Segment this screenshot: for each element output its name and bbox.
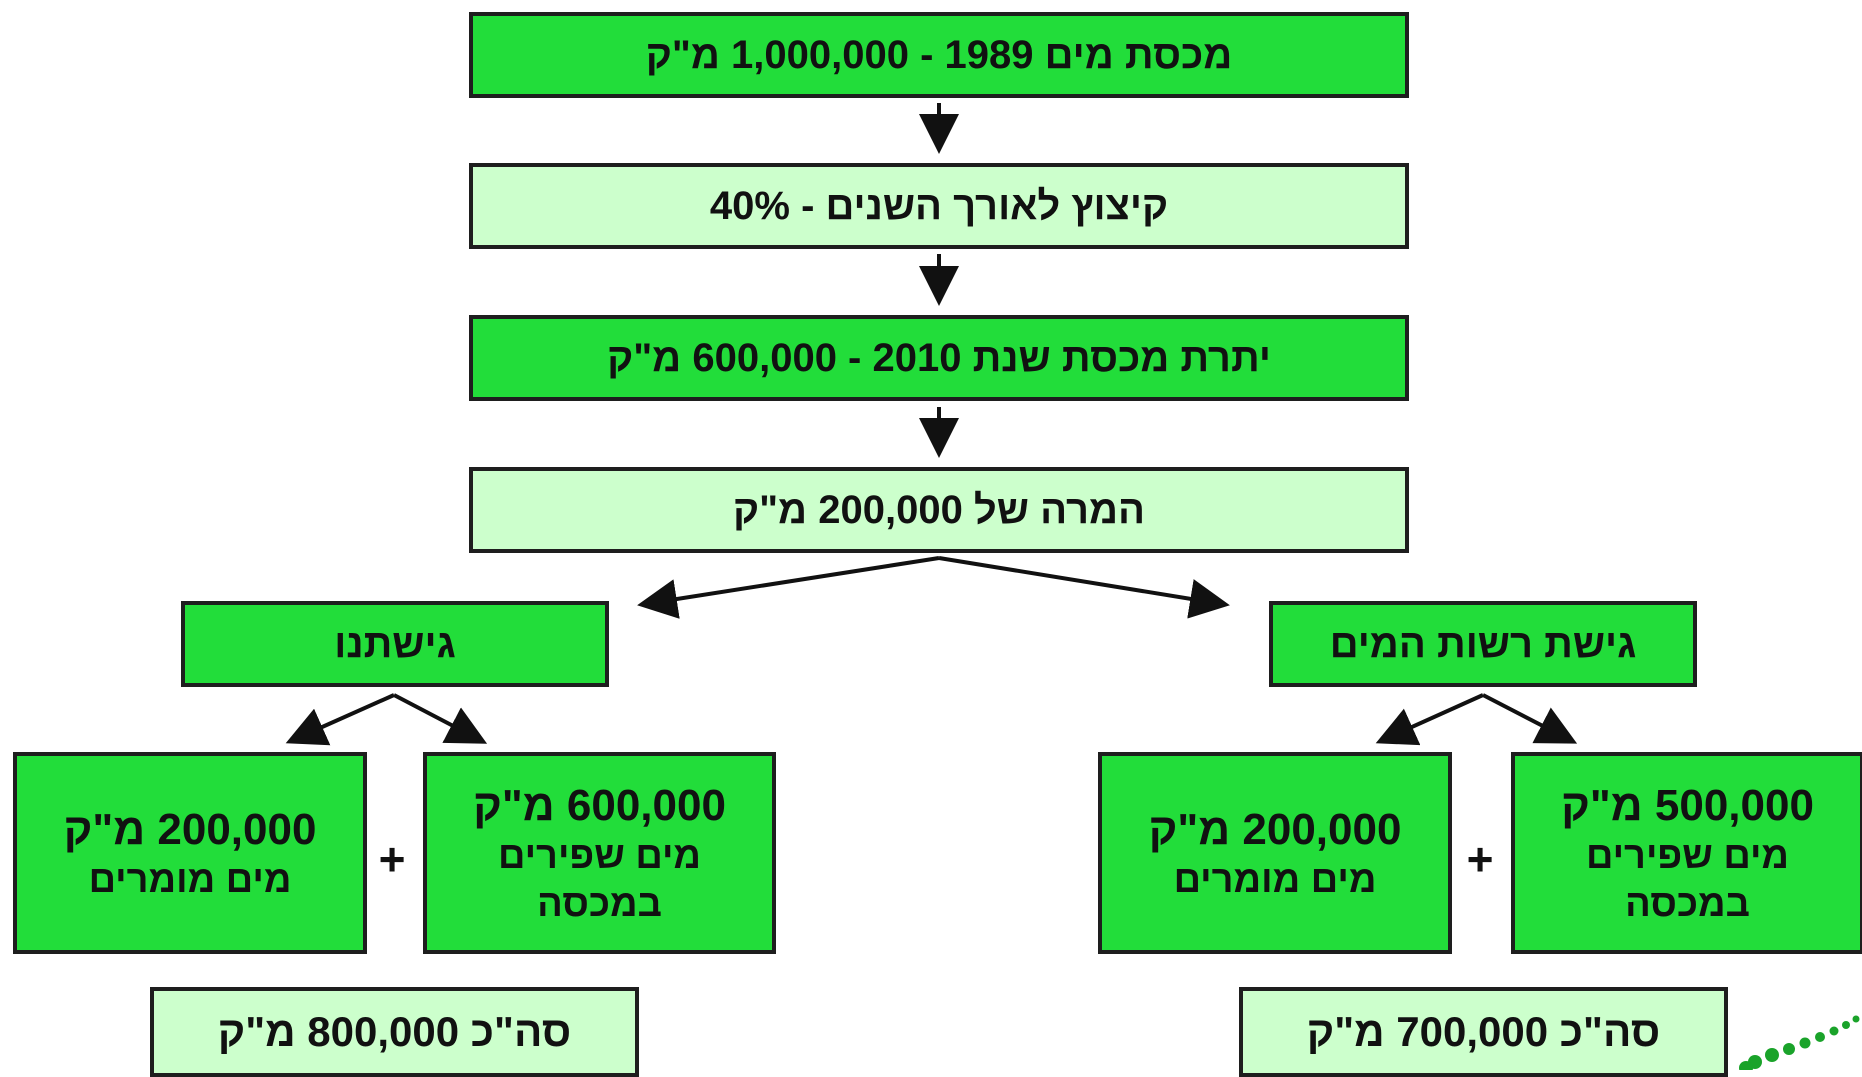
left-brackish-water-box: 200,000 מ"ק מים מומרים <box>13 752 367 954</box>
step-2-cut: קיצוץ לאורך השנים - 40% <box>469 163 1409 249</box>
step-3-label: יתרת מכסת שנת 2010 - 600,000 מ"ק <box>607 335 1271 380</box>
arrow-right-b <box>1482 693 1578 744</box>
right-fresh-amount: 500,000 מ"ק <box>1561 781 1814 830</box>
right-brackish-water-box: 200,000 מ"ק מים מומרים <box>1098 752 1452 954</box>
left-fresh-note: במכסה <box>537 882 662 925</box>
right-total-box: סה"כ 700,000 מ"ק <box>1239 987 1728 1077</box>
right-branch-title: גישת רשות המים <box>1269 601 1697 687</box>
left-fresh-water-box: 600,000 מ"ק מים שפירים במכסה <box>423 752 776 954</box>
step-1-quota-1989: מכסת מים 1989 - 1,000,000 מ"ק <box>469 12 1409 98</box>
arrow-left-b <box>393 693 488 744</box>
step-1-label: מכסת מים 1989 - 1,000,000 מ"ק <box>645 32 1233 77</box>
left-plus-sign: + <box>378 833 406 885</box>
right-plus-sign: + <box>1466 833 1494 885</box>
arrow-right-a <box>1375 693 1484 746</box>
left-fresh-amount: 600,000 מ"ק <box>473 781 726 830</box>
arrow-split-right <box>938 556 1230 619</box>
left-branch-title: גישתנו <box>181 601 609 687</box>
right-brackish-amount: 200,000 מ"ק <box>1148 804 1402 854</box>
right-fresh-note: במכסה <box>1625 882 1750 925</box>
right-fresh-type: מים שפירים <box>1585 835 1790 877</box>
left-branch-title-label: גישתנו <box>334 621 456 666</box>
left-brackish-type: מים מומרים <box>88 858 292 901</box>
logo-dots-icon <box>1739 1015 1860 1070</box>
step-2-label: קיצוץ לאורך השנים - 40% <box>709 183 1169 228</box>
step-4-label: המרה של 200,000 מ"ק <box>732 487 1146 532</box>
arrow-left-a <box>285 693 395 746</box>
right-brackish-type: מים מומרים <box>1173 858 1377 901</box>
step-4-conversion: המרה של 200,000 מ"ק <box>469 467 1409 553</box>
left-fresh-type: מים שפירים <box>497 835 702 877</box>
right-fresh-water-box: 500,000 מ"ק מים שפירים במכסה <box>1511 752 1862 954</box>
right-branch-title-label: גישת רשות המים <box>1329 621 1637 666</box>
left-brackish-amount: 200,000 מ"ק <box>63 804 317 854</box>
arrow-split-left <box>637 556 940 619</box>
step-3-remaining-2010: יתרת מכסת שנת 2010 - 600,000 מ"ק <box>469 315 1409 401</box>
left-total-box: סה"כ 800,000 מ"ק <box>150 987 639 1077</box>
right-total-label: סה"כ 700,000 מ"ק <box>1306 1008 1661 1055</box>
left-total-label: סה"כ 800,000 מ"ק <box>217 1008 572 1055</box>
